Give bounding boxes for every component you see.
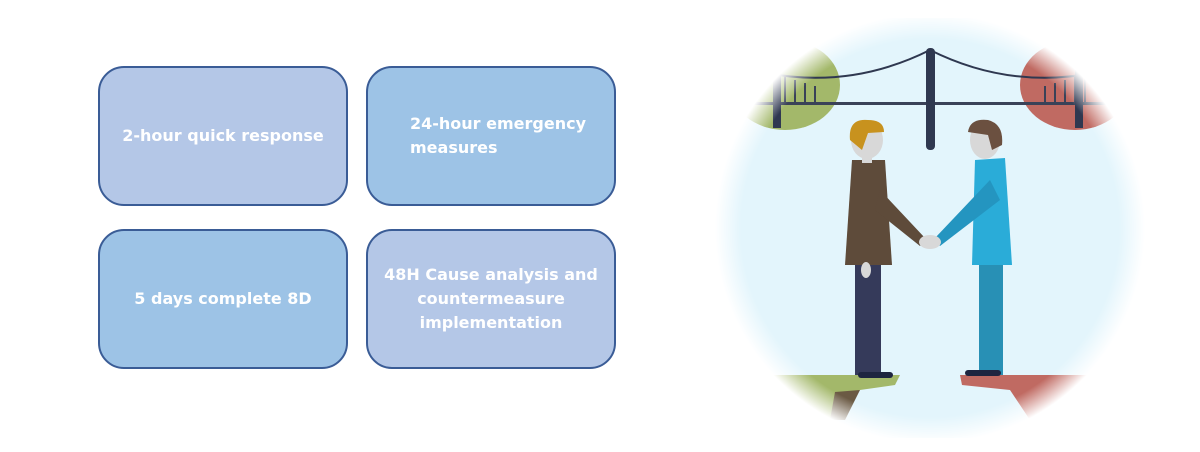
- card-emergency-measures: 24-hour emergency measures: [366, 66, 616, 206]
- card-label: 2-hour quick response: [122, 126, 324, 145]
- card-cause-analysis: 48H Cause analysis and countermeasure im…: [366, 229, 616, 369]
- card-label: 5 days complete 8D: [134, 289, 312, 308]
- card-label: 24-hour emergency measures: [410, 114, 587, 157]
- card-quick-response: 2-hour quick response: [98, 66, 348, 206]
- card-complete-8d: 5 days complete 8D: [98, 229, 348, 369]
- handshake-bridge-icon: [715, 18, 1145, 438]
- card-label: 48H Cause analysis and countermeasure im…: [384, 265, 598, 332]
